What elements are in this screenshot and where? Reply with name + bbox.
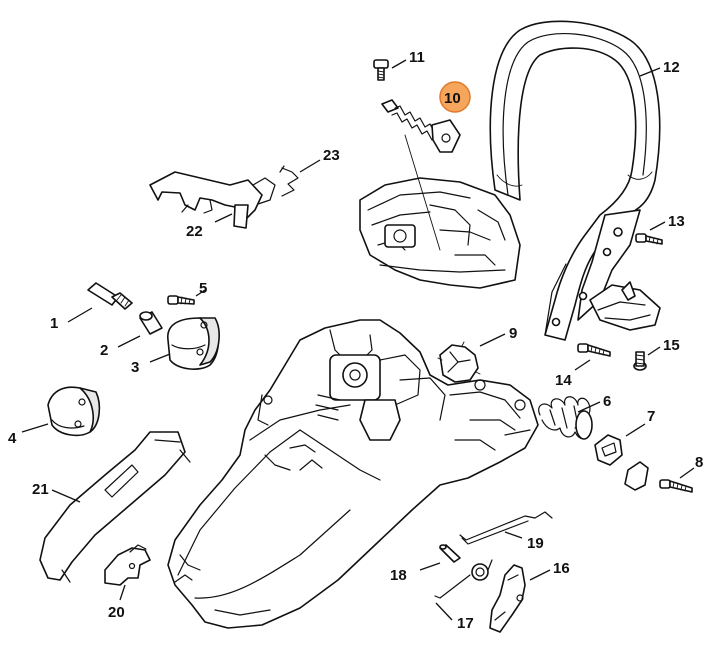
callout-1[interactable]: 1 [50, 315, 58, 332]
part-6-spring[interactable] [538, 396, 593, 440]
part-1-adjuster[interactable] [87, 282, 133, 310]
callout-16[interactable]: 16 [553, 560, 570, 577]
part-19-rod[interactable] [459, 511, 553, 545]
callout-14[interactable]: 14 [555, 372, 572, 389]
callout-2[interactable]: 2 [100, 342, 108, 359]
engine-housing-inset [359, 177, 521, 289]
part-3-damper[interactable] [167, 317, 220, 370]
part-18-pin[interactable] [439, 544, 461, 563]
part-7-plug[interactable] [594, 434, 649, 491]
part-17-spring[interactable] [434, 559, 493, 599]
callout-19[interactable]: 19 [527, 535, 544, 552]
callout-3[interactable]: 3 [131, 359, 139, 376]
callout-13[interactable]: 13 [668, 213, 685, 230]
part-10-spring[interactable] [381, 99, 461, 251]
callout-12[interactable]: 12 [663, 59, 680, 76]
callout-9[interactable]: 9 [509, 325, 517, 342]
part-15-screw[interactable] [633, 351, 647, 371]
part-14-screw[interactable] [577, 343, 611, 357]
part-20-lockout[interactable] [104, 544, 151, 586]
callout-5[interactable]: 5 [199, 280, 207, 297]
part-13-screw[interactable] [635, 233, 663, 245]
part-8-screw[interactable] [659, 479, 693, 493]
callout-17[interactable]: 17 [457, 615, 474, 632]
part-23-spring[interactable] [279, 165, 299, 197]
callout-4[interactable]: 4 [8, 430, 17, 447]
part-2-bushing[interactable] [139, 311, 163, 335]
callout-18[interactable]: 18 [390, 567, 407, 584]
part-16-trigger[interactable] [489, 564, 526, 633]
part-22-lever[interactable] [149, 171, 276, 229]
callout-6[interactable]: 6 [603, 393, 611, 410]
callout-21[interactable]: 21 [32, 481, 49, 498]
callout-10-highlight [439, 81, 471, 113]
part-5-screw[interactable] [167, 295, 195, 305]
callout-20[interactable]: 20 [108, 604, 125, 621]
callout-15[interactable]: 15 [663, 337, 680, 354]
part-21-handle[interactable] [39, 431, 191, 583]
part-4-damper[interactable] [47, 386, 101, 437]
part-9-damper[interactable] [437, 341, 481, 383]
callout-22[interactable]: 22 [186, 223, 203, 240]
callout-11[interactable]: 11 [409, 49, 425, 66]
callout-7[interactable]: 7 [647, 408, 655, 425]
main-housing [167, 319, 539, 629]
callout-8[interactable]: 8 [695, 454, 703, 471]
callout-23[interactable]: 23 [323, 147, 340, 164]
part-11-screw[interactable] [373, 59, 389, 81]
part-12-handlebar[interactable] [489, 20, 661, 341]
handle-bracket [589, 281, 661, 331]
callout-10[interactable]: 10 [444, 90, 461, 107]
